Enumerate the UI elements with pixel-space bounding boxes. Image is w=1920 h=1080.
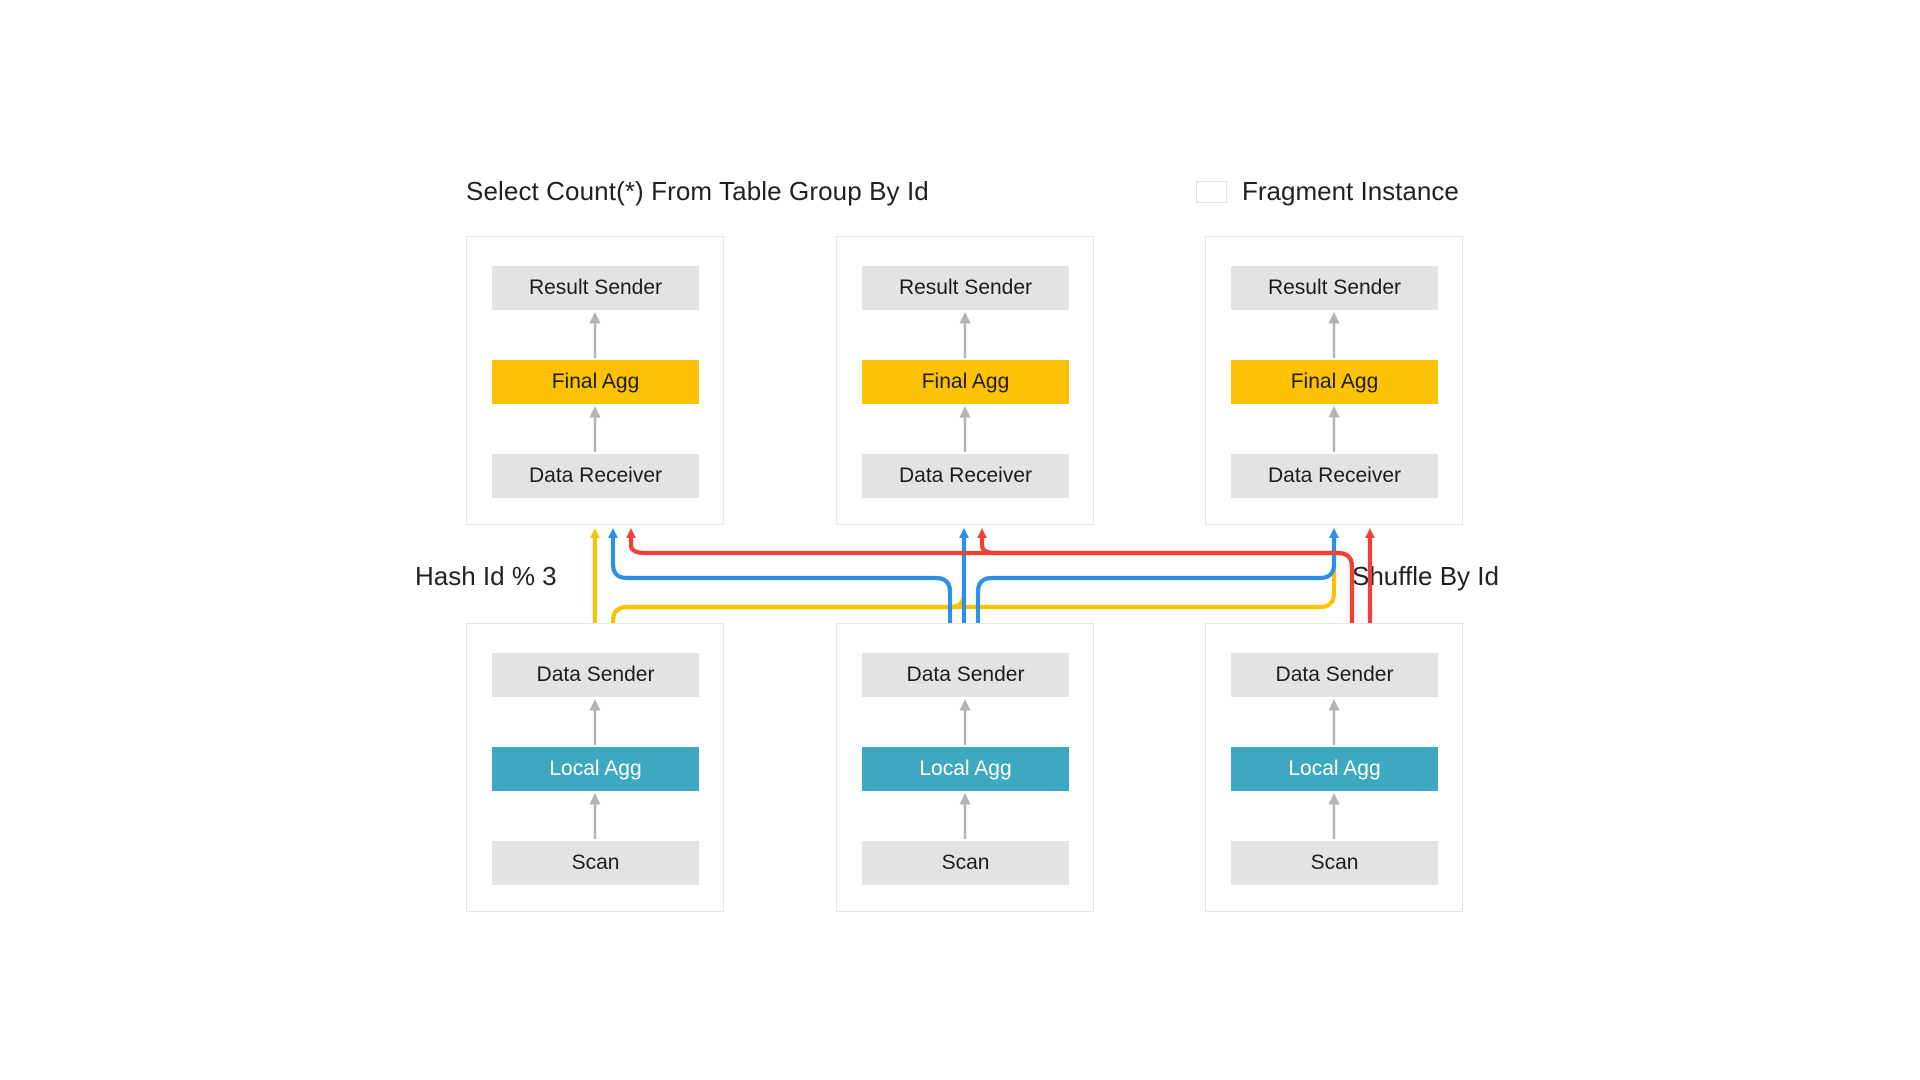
lower-fragment-instance-3[interactable]: Data Sender Local Agg Scan bbox=[1205, 623, 1463, 912]
routing-label-hash: Hash Id % 3 bbox=[415, 561, 557, 591]
operator-data-sender[interactable]: Data Sender bbox=[492, 653, 699, 697]
operator-scan[interactable]: Scan bbox=[862, 841, 1069, 885]
upper-fragment-instance-2[interactable]: Result Sender Final Agg Data Receiver bbox=[836, 236, 1094, 525]
flow-arrow-icon bbox=[959, 793, 971, 839]
operator-final-agg[interactable]: Final Agg bbox=[1231, 360, 1438, 404]
flow-arrow-icon bbox=[1328, 406, 1340, 452]
operator-local-agg[interactable]: Local Agg bbox=[492, 747, 699, 791]
flow-arrow-icon bbox=[1328, 312, 1340, 358]
legend: Fragment Instance bbox=[1196, 176, 1459, 207]
flow-arrow-icon bbox=[959, 699, 971, 745]
operator-result-sender[interactable]: Result Sender bbox=[1231, 266, 1438, 310]
flow-arrow-icon bbox=[959, 312, 971, 358]
lower-fragment-instance-1[interactable]: Data Sender Local Agg Scan bbox=[466, 623, 724, 912]
routing-label-shuffle: Shuffle By Id bbox=[1352, 561, 1499, 591]
operator-scan[interactable]: Scan bbox=[1231, 841, 1438, 885]
operator-scan[interactable]: Scan bbox=[492, 841, 699, 885]
flow-arrow-icon bbox=[589, 312, 601, 358]
flow-arrow-icon bbox=[589, 699, 601, 745]
flow-arrow-icon bbox=[589, 793, 601, 839]
operator-data-sender[interactable]: Data Sender bbox=[862, 653, 1069, 697]
flow-arrow-icon bbox=[959, 406, 971, 452]
operator-final-agg[interactable]: Final Agg bbox=[862, 360, 1069, 404]
operator-data-receiver[interactable]: Data Receiver bbox=[492, 454, 699, 498]
upper-fragment-instance-1[interactable]: Result Sender Final Agg Data Receiver bbox=[466, 236, 724, 525]
operator-final-agg[interactable]: Final Agg bbox=[492, 360, 699, 404]
operator-data-receiver[interactable]: Data Receiver bbox=[862, 454, 1069, 498]
flow-arrow-icon bbox=[589, 406, 601, 452]
upper-fragment-instance-3[interactable]: Result Sender Final Agg Data Receiver bbox=[1205, 236, 1463, 525]
flow-arrow-icon bbox=[1328, 699, 1340, 745]
operator-data-receiver[interactable]: Data Receiver bbox=[1231, 454, 1438, 498]
page-title: Select Count(*) From Table Group By Id bbox=[466, 176, 929, 206]
lower-fragment-instance-2[interactable]: Data Sender Local Agg Scan bbox=[836, 623, 1094, 912]
legend-label: Fragment Instance bbox=[1242, 176, 1459, 206]
operator-result-sender[interactable]: Result Sender bbox=[492, 266, 699, 310]
operator-local-agg[interactable]: Local Agg bbox=[1231, 747, 1438, 791]
fragment-instance-swatch bbox=[1196, 180, 1227, 203]
operator-local-agg[interactable]: Local Agg bbox=[862, 747, 1069, 791]
operator-result-sender[interactable]: Result Sender bbox=[862, 266, 1069, 310]
operator-data-sender[interactable]: Data Sender bbox=[1231, 653, 1438, 697]
flow-arrow-icon bbox=[1328, 793, 1340, 839]
